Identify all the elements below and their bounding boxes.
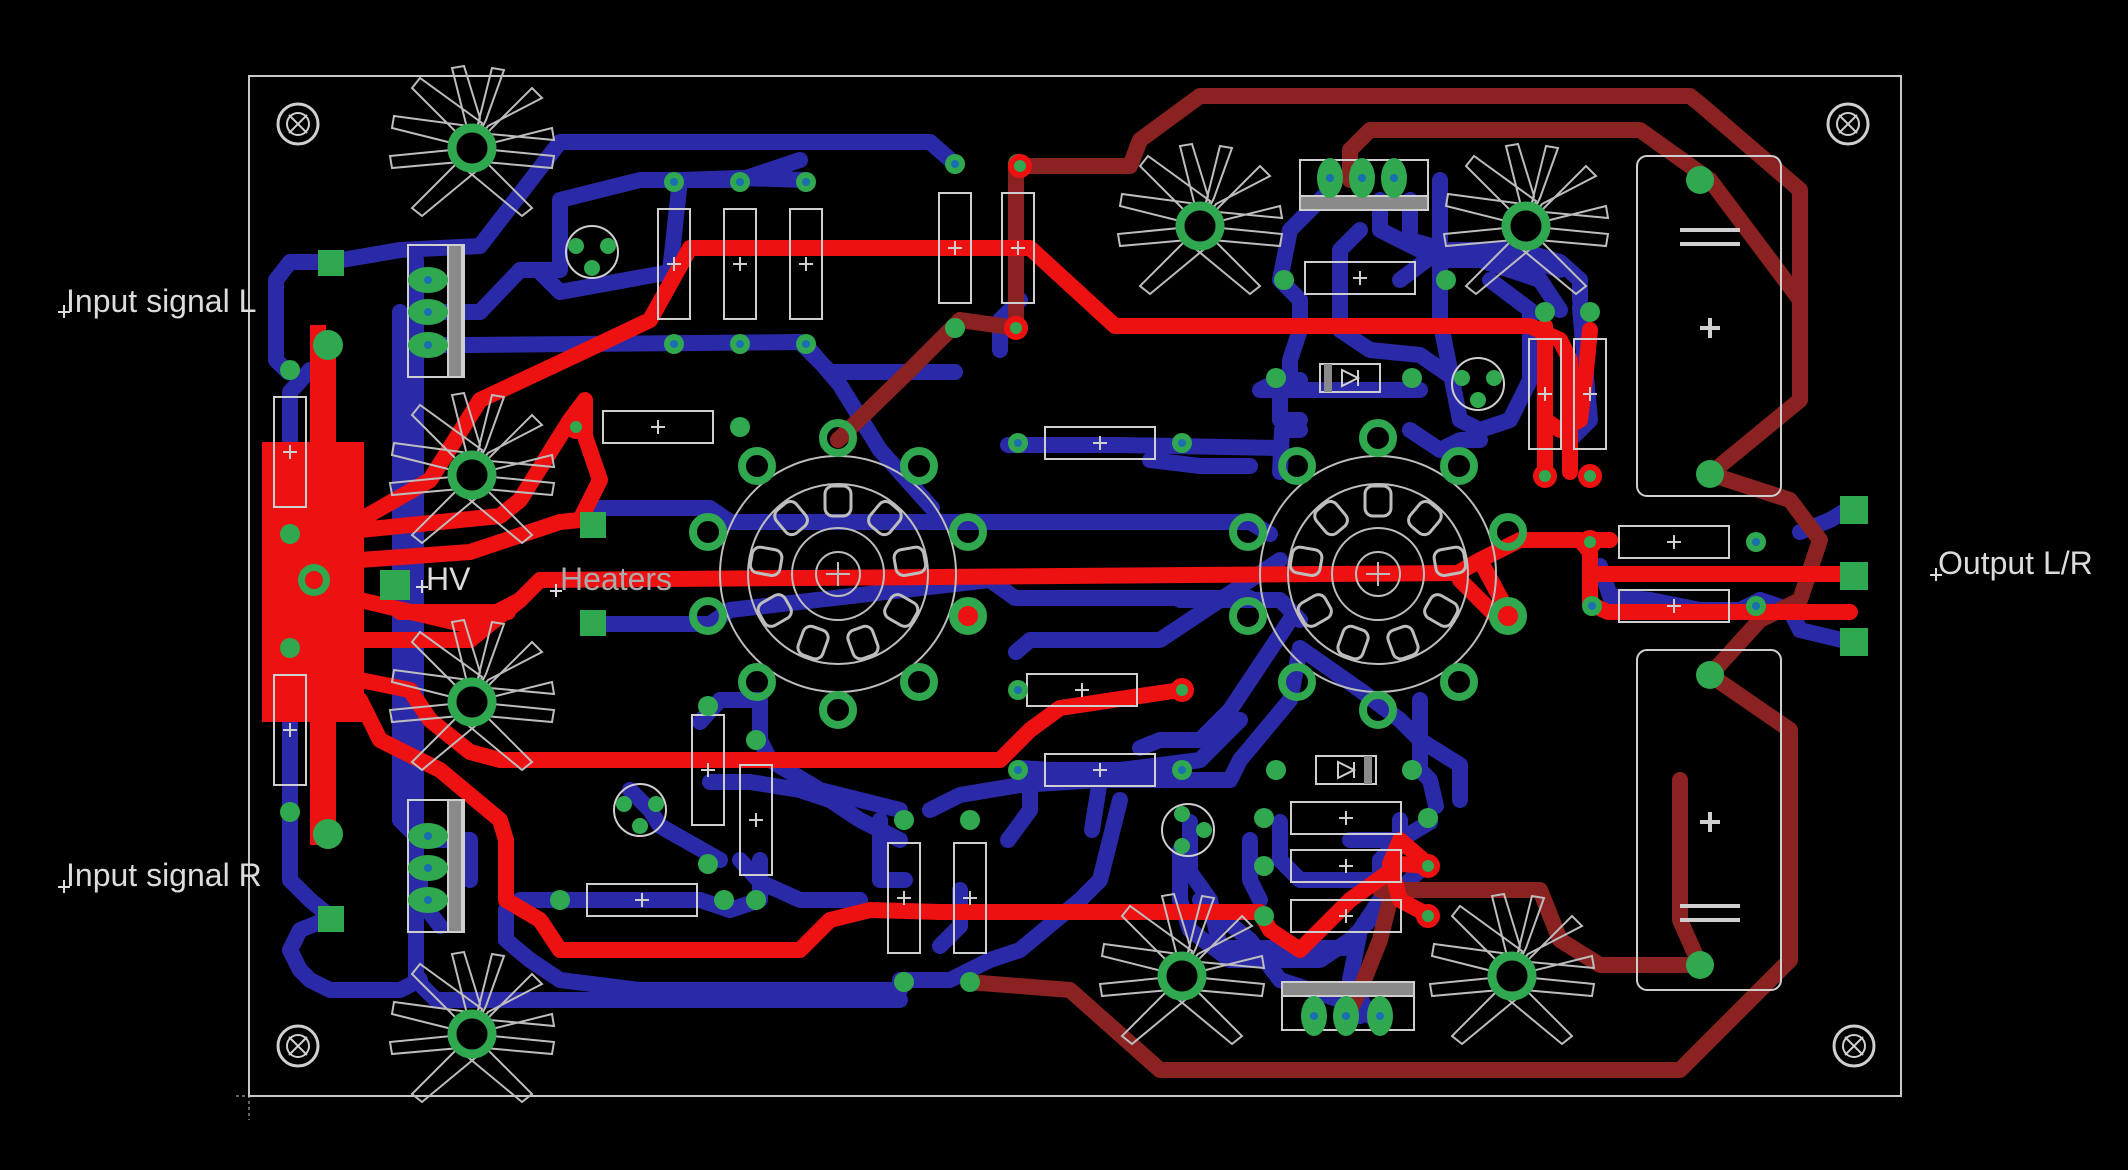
pcb-labels: Input signal L Input signal R HV Heaters… <box>58 283 2093 893</box>
label-input-l: Input signal L <box>66 283 256 319</box>
diode-icon <box>1319 363 1381 393</box>
label-input-r: Input signal R <box>66 857 262 893</box>
diode-icon <box>1315 755 1377 785</box>
capacitor-bottom <box>1636 649 1782 991</box>
label-output: Output L/R <box>1938 545 2093 581</box>
pads <box>280 154 1868 1036</box>
regulator-bodies <box>407 159 1505 1031</box>
board-outline <box>248 75 1902 1097</box>
label-hv: HV <box>426 561 471 597</box>
label-heaters: Heaters <box>560 561 672 597</box>
capacitor-top <box>1636 155 1782 497</box>
